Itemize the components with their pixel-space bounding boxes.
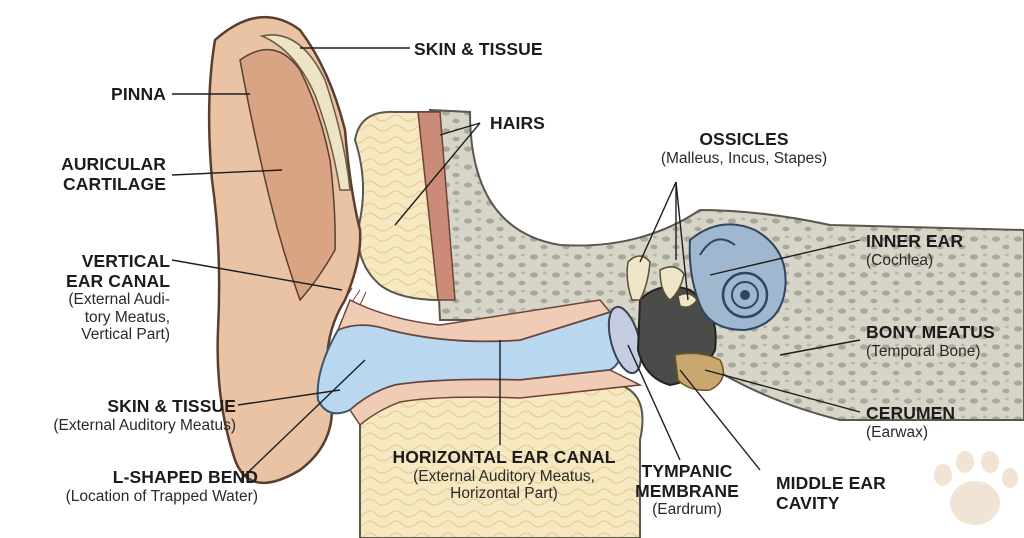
cochlea-shape xyxy=(688,223,787,332)
label-ossicles-title: OSSICLES xyxy=(699,129,789,149)
label-cerumen-title: CERUMEN xyxy=(866,403,956,423)
label-skin-tissue-lower-title: SKIN & TISSUE xyxy=(107,396,236,416)
label-ossicles: OSSICLES (Malleus, Incus, Stapes) xyxy=(630,129,858,167)
cerumen-shape xyxy=(674,352,725,392)
label-bony-meatus: BONY MEATUS (Temporal Bone) xyxy=(866,322,995,360)
label-vertical-line2: EAR CANAL xyxy=(66,270,170,291)
label-auricular-line1: AURICULAR xyxy=(61,154,166,174)
label-inner-ear-sub: (Cochlea) xyxy=(866,251,934,269)
leader-lines xyxy=(171,47,861,481)
label-pinna: PINNA xyxy=(88,84,166,105)
label-pinna-title: PINNA xyxy=(111,84,166,104)
ossicles-shape xyxy=(626,255,698,308)
label-ossicles-sub: (Malleus, Incus, Stapes) xyxy=(660,149,828,167)
label-skin-tissue-top: SKIN & TISSUE xyxy=(414,39,543,60)
label-vertical-line1: VERTICAL xyxy=(81,251,170,271)
canal-wall-lower xyxy=(349,369,643,427)
paw-print-icon xyxy=(934,451,1018,525)
label-auricular-cartilage: AURICULAR CARTILAGE xyxy=(40,154,166,194)
label-vertical-canal: VERTICAL EAR CANAL (External Audi- tory … xyxy=(20,251,170,343)
label-vertical-sub2: tory Meatus, xyxy=(84,308,170,326)
label-skin-tissue-lower: SKIN & TISSUE (External Auditory Meatus) xyxy=(20,396,236,434)
label-horizontal-canal: HORIZONTAL EAR CANAL (External Auditory … xyxy=(390,447,618,502)
fatty-tissue-upper xyxy=(353,110,441,302)
pinna-fold xyxy=(239,48,336,302)
canal-hairs xyxy=(344,287,367,306)
label-horizontal-sub2: Horizontal Part) xyxy=(450,484,558,502)
label-tympanic-line1: TYMPANIC xyxy=(641,461,733,481)
label-skin-tissue-top-title: SKIN & TISSUE xyxy=(414,39,543,59)
label-middle-ear-cavity: MIDDLE EAR CAVITY xyxy=(776,473,886,513)
label-inner-ear: INNER EAR (Cochlea) xyxy=(866,231,964,269)
label-bony-meatus-title: BONY MEATUS xyxy=(866,322,995,342)
label-skin-tissue-lower-sub: (External Auditory Meatus) xyxy=(53,416,236,434)
label-cerumen: CERUMEN (Earwax) xyxy=(866,403,956,441)
label-auricular-line2: CARTILAGE xyxy=(63,173,166,194)
label-horizontal-title: HORIZONTAL EAR CANAL xyxy=(392,447,616,467)
label-middle-ear-line2: CAVITY xyxy=(776,492,840,513)
label-middle-ear-line1: MIDDLE EAR xyxy=(776,473,886,493)
canal-wall-upper xyxy=(336,298,612,342)
label-cerumen-sub: (Earwax) xyxy=(866,423,929,441)
label-tympanic-line2: MEMBRANE xyxy=(635,480,739,501)
label-vertical-sub3: Vertical Part) xyxy=(81,325,170,343)
label-vertical-sub1: (External Audi- xyxy=(68,291,170,309)
label-hairs: HAIRS xyxy=(490,113,545,134)
label-l-bend-sub: (Location of Trapped Water) xyxy=(65,487,258,505)
label-l-shaped-bend: L-SHAPED BEND (Location of Trapped Water… xyxy=(20,467,258,505)
label-hairs-title: HAIRS xyxy=(490,113,545,133)
label-tympanic-membrane: TYMPANIC MEMBRANE (Eardrum) xyxy=(632,461,742,519)
label-l-bend-title: L-SHAPED BEND xyxy=(112,467,258,487)
label-bony-meatus-sub: (Temporal Bone) xyxy=(866,342,981,360)
muscle-strip xyxy=(417,111,456,301)
label-tympanic-sub: (Eardrum) xyxy=(652,501,722,519)
auricular-cartilage-band xyxy=(259,34,351,191)
label-inner-ear-title: INNER EAR xyxy=(866,231,964,251)
label-horizontal-sub1: (External Auditory Meatus, xyxy=(413,467,595,485)
